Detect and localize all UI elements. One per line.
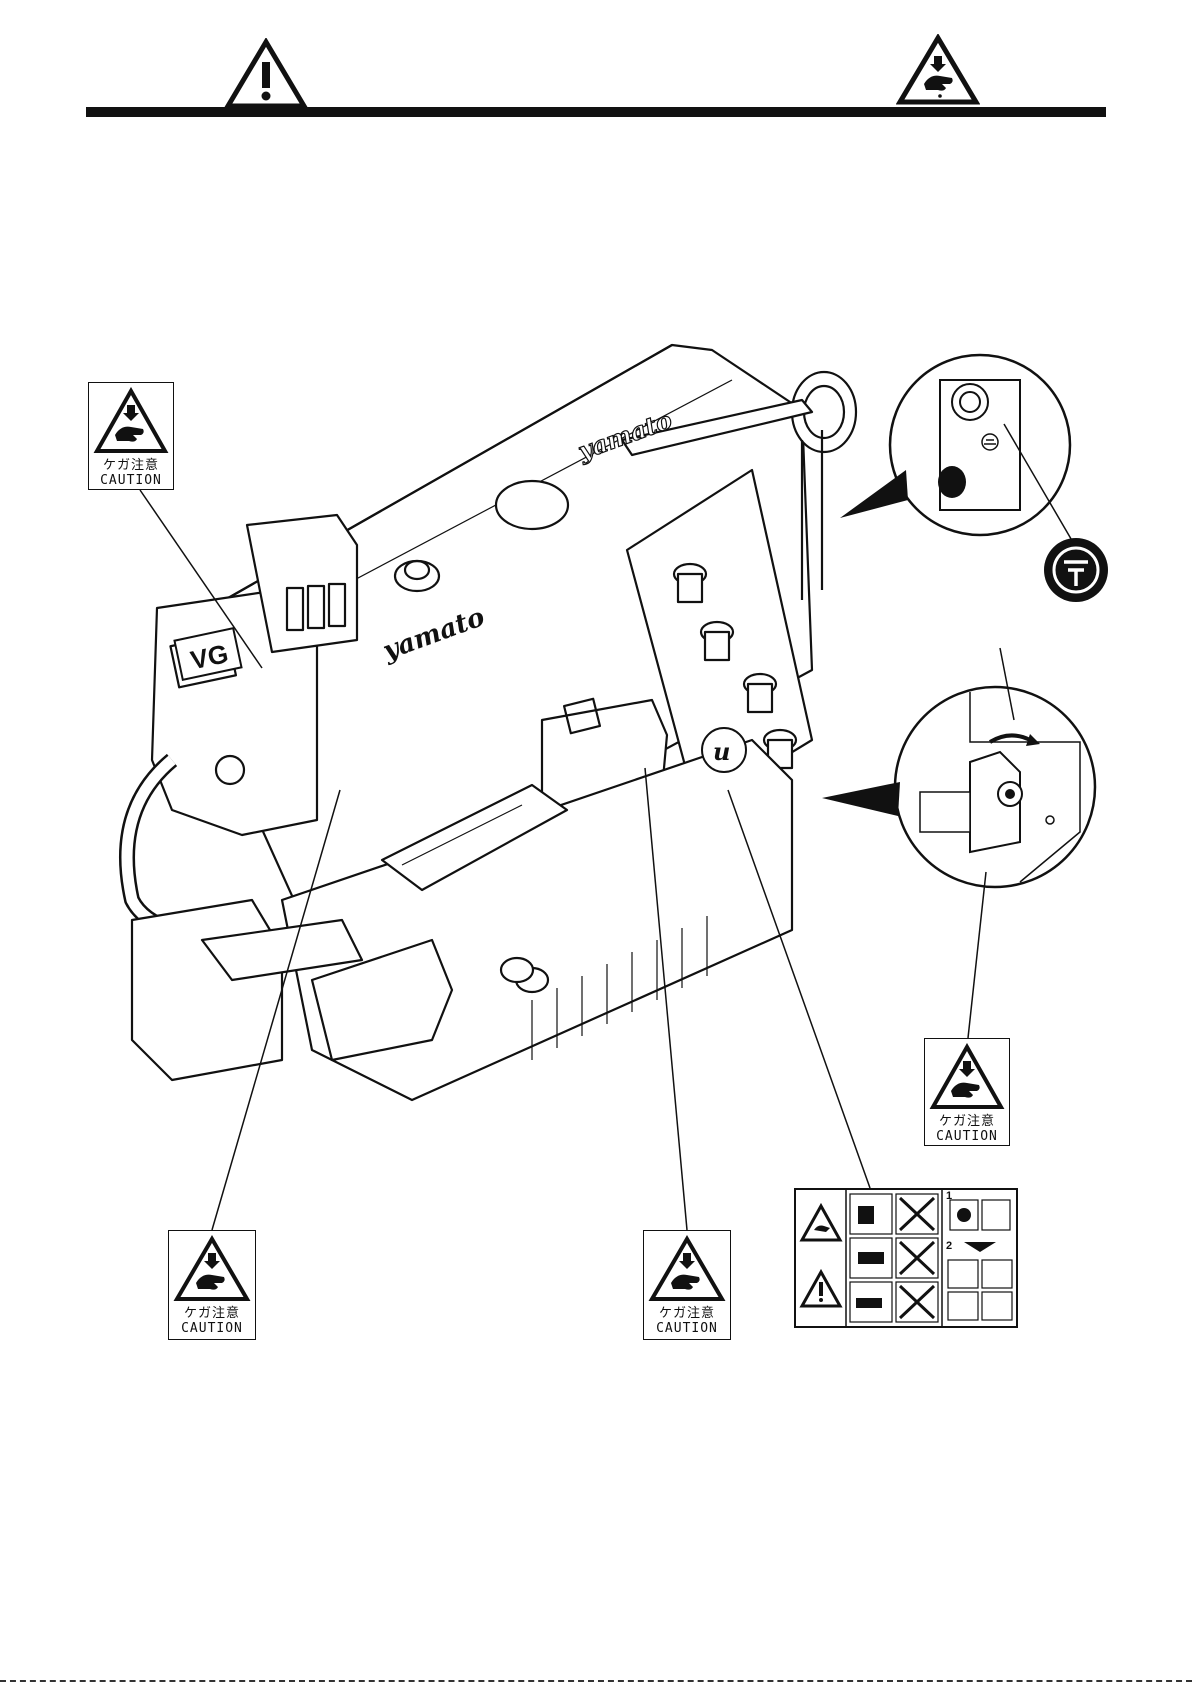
- page-bottom-border: [0, 1680, 1192, 1682]
